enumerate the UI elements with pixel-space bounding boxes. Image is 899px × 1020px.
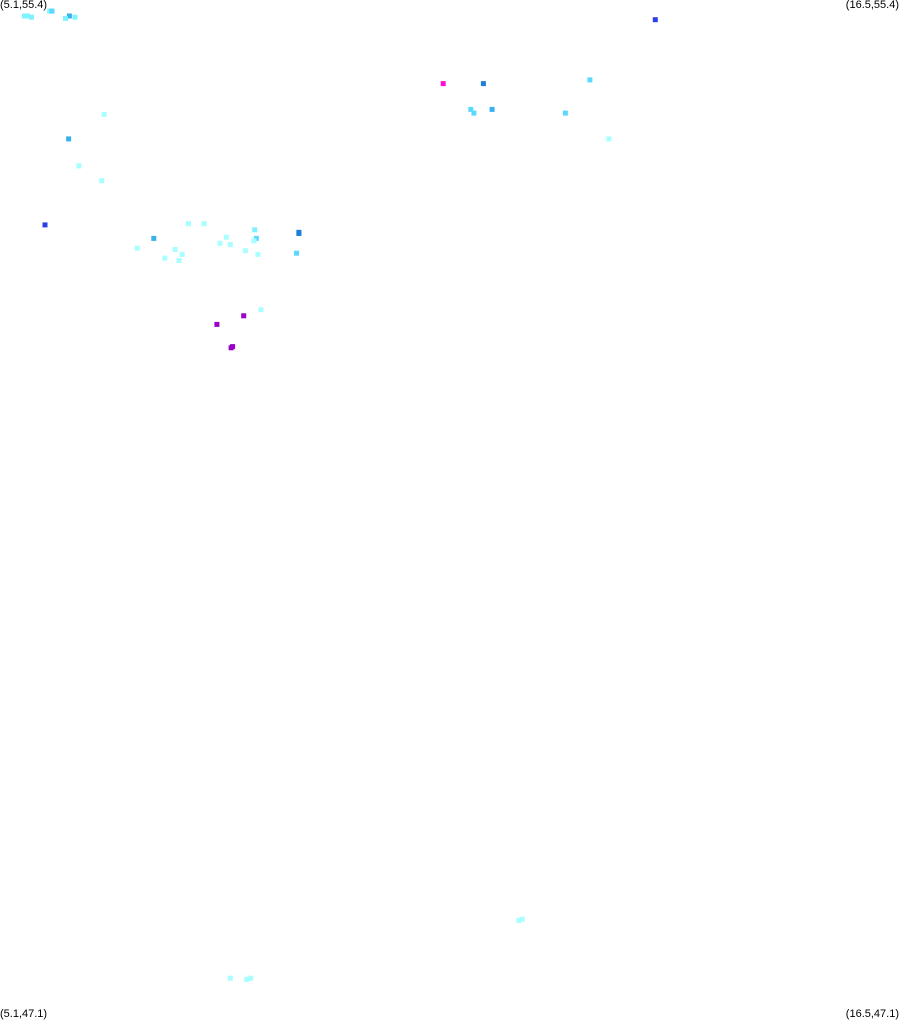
data-point	[66, 136, 72, 142]
data-point	[66, 13, 72, 19]
data-point	[214, 321, 220, 327]
data-point	[248, 975, 254, 981]
corner-label-bottom-right: (16.5,47.1)	[845, 1008, 899, 1020]
data-point	[652, 17, 658, 23]
data-point	[480, 81, 486, 87]
data-point	[162, 255, 168, 261]
data-point	[251, 238, 257, 244]
data-point	[242, 248, 248, 254]
data-point	[230, 344, 236, 350]
data-point	[587, 77, 593, 83]
data-point	[489, 106, 495, 112]
data-point	[244, 976, 250, 982]
data-point	[63, 15, 68, 21]
data-point	[176, 258, 182, 263]
data-point	[440, 81, 446, 87]
data-point	[172, 247, 178, 252]
data-point	[179, 251, 185, 257]
data-point	[516, 918, 522, 923]
data-point	[49, 8, 55, 14]
data-point	[201, 221, 207, 227]
data-point	[227, 975, 233, 981]
data-point	[562, 110, 568, 116]
corner-label-top-right: (16.5,55.4)	[845, 0, 899, 11]
data-point	[186, 221, 191, 227]
data-point	[241, 313, 247, 319]
data-point	[471, 110, 477, 116]
data-point	[252, 227, 258, 233]
data-point	[258, 307, 264, 313]
data-point	[606, 136, 612, 142]
data-point	[294, 250, 299, 256]
data-point	[25, 13, 31, 19]
data-point	[42, 222, 48, 228]
data-point	[21, 13, 27, 19]
data-point	[227, 242, 233, 248]
data-point	[519, 916, 525, 922]
data-point	[151, 235, 157, 241]
data-point	[134, 245, 140, 251]
data-point	[468, 106, 474, 112]
corner-label-top-left: (5.1,55.4)	[0, 0, 48, 11]
corner-label-bottom-left: (5.1,47.1)	[0, 1008, 48, 1020]
data-point	[29, 14, 34, 20]
data-point	[101, 111, 107, 117]
data-point	[223, 234, 229, 240]
data-point	[72, 14, 78, 20]
data-point	[296, 231, 302, 236]
data-point	[217, 240, 223, 246]
data-point	[255, 251, 261, 257]
data-point	[99, 178, 105, 184]
data-point	[76, 163, 82, 169]
